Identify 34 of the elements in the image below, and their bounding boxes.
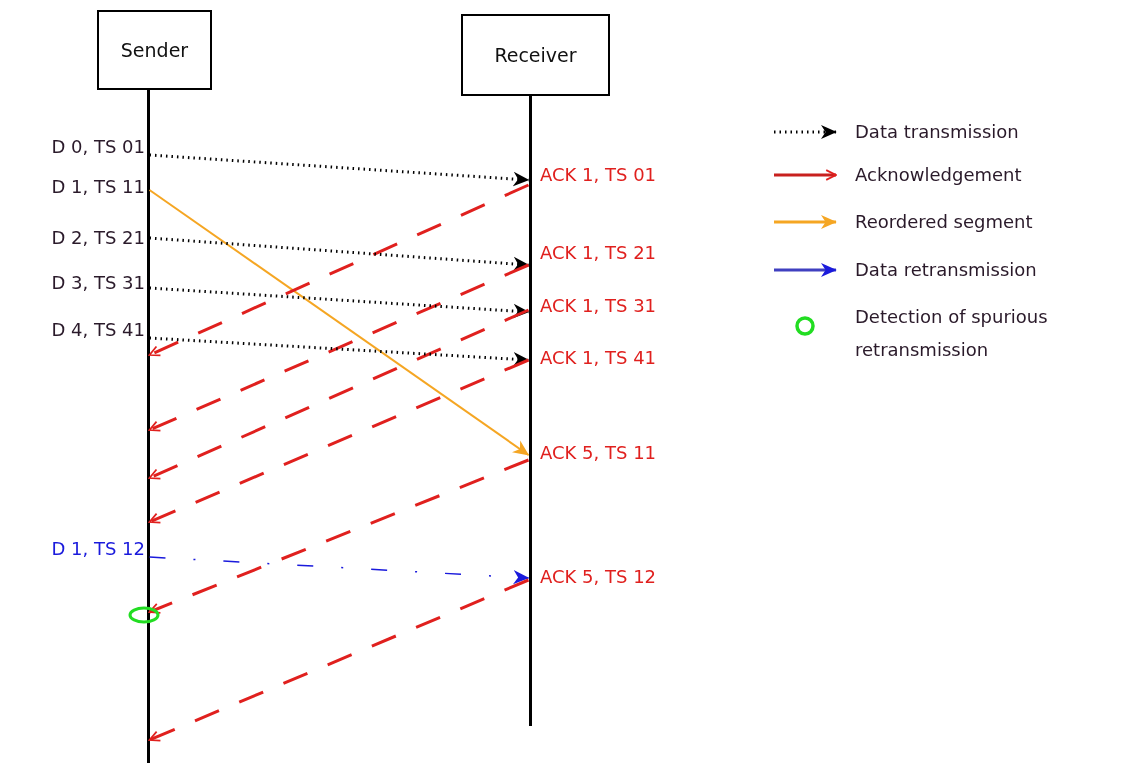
arrow — [148, 358, 530, 524]
participant-box — [461, 14, 610, 96]
arrow — [148, 263, 530, 432]
segment-label: D 0, TS 01 — [51, 136, 145, 158]
ack-label: ACK 5, TS 11 — [540, 442, 657, 464]
arrow — [149, 336, 530, 367]
ack-label: ACK 5, TS 12 — [540, 566, 657, 588]
legend-label: Data transmission — [855, 120, 1020, 144]
arrow — [149, 153, 530, 187]
legend-label: Data retransmission — [855, 258, 1038, 282]
lifeline — [146, 90, 150, 763]
arrow — [148, 578, 530, 742]
lifeline — [528, 96, 532, 726]
legend-label: Acknowledgement — [855, 163, 1023, 187]
arrow — [148, 189, 530, 456]
arrow — [148, 458, 530, 614]
arrow — [148, 183, 530, 357]
participant-box — [97, 10, 212, 90]
participant-name: Sender — [120, 39, 189, 61]
participant-name: Receiver — [494, 44, 577, 66]
legend-label: Detection of spurious retransmission — [855, 305, 1049, 362]
segment-label: D 3, TS 31 — [51, 272, 145, 294]
segment-label: D 1, TS 11 — [51, 176, 145, 198]
ack-label: ACK 1, TS 01 — [540, 164, 657, 186]
segment-label: D 1, TS 12 — [51, 538, 145, 560]
ack-label: ACK 1, TS 41 — [540, 347, 657, 369]
legend-label: Reordered segment — [855, 210, 1034, 234]
arrow — [148, 556, 530, 585]
arrow — [148, 308, 530, 480]
ack-label: ACK 1, TS 31 — [540, 295, 657, 317]
ack-label: ACK 1, TS 21 — [540, 242, 657, 264]
segment-label: D 4, TS 41 — [51, 319, 145, 341]
segment-label: D 2, TS 21 — [51, 227, 145, 249]
arrow — [149, 236, 530, 272]
